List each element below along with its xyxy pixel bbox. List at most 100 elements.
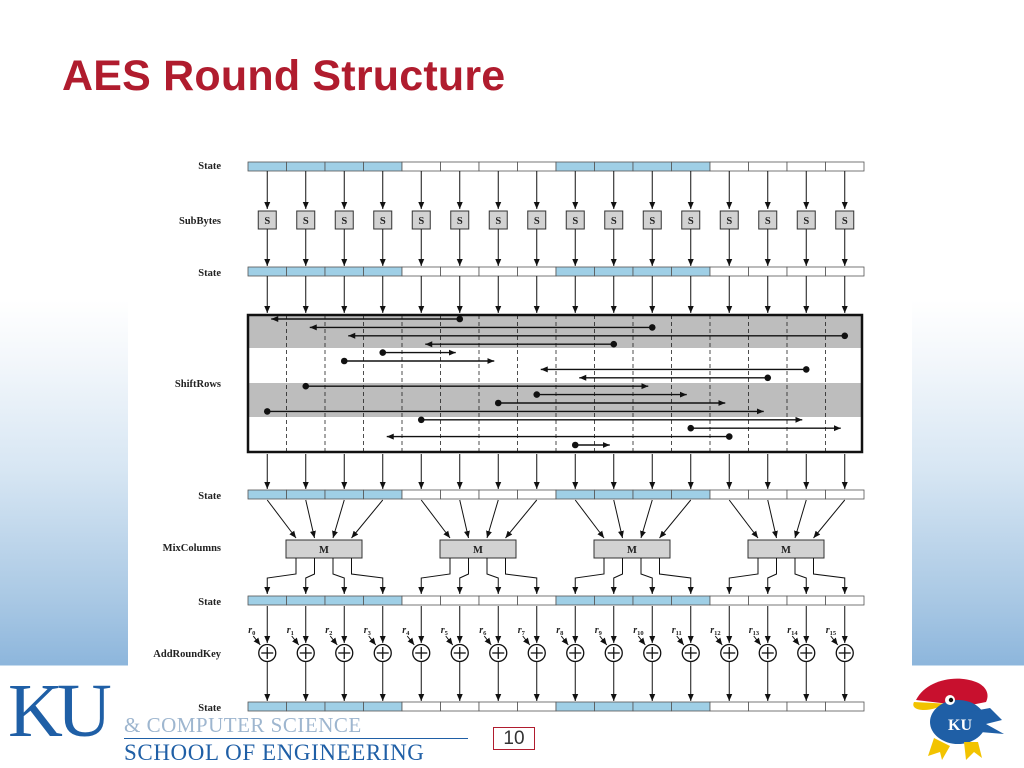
jayhawk-badge: KU bbox=[948, 717, 972, 734]
round-key-label: r14 bbox=[787, 625, 798, 637]
ku-logo: KU bbox=[8, 669, 112, 753]
state-cell bbox=[517, 489, 557, 500]
mix-out-arrow bbox=[610, 558, 623, 594]
round-key-arrow bbox=[445, 635, 454, 646]
state-cell bbox=[786, 266, 826, 277]
state-cell bbox=[555, 701, 595, 712]
mix-in-arrow bbox=[813, 499, 846, 539]
sbox-label: S bbox=[842, 216, 848, 227]
round-key-label: r3 bbox=[364, 625, 372, 637]
mix-out-arrow bbox=[418, 558, 451, 594]
shiftrows-block bbox=[246, 276, 864, 489]
round-key-arrow bbox=[560, 635, 569, 646]
state-cell bbox=[247, 266, 287, 277]
state-cell bbox=[825, 595, 865, 606]
state-cell bbox=[632, 701, 672, 712]
round-key-label: r4 bbox=[402, 625, 410, 637]
sbox-label: S bbox=[303, 216, 309, 227]
mix-out-arrow bbox=[456, 558, 469, 594]
round-key-index: 12 bbox=[714, 630, 721, 637]
sbox-label: S bbox=[688, 216, 694, 227]
label-shiftrows: ShiftRows bbox=[175, 379, 221, 390]
mix-box bbox=[285, 539, 363, 559]
round-key-label: r0 bbox=[248, 625, 255, 637]
round-key-label: r5 bbox=[441, 625, 449, 637]
state-cell bbox=[440, 161, 480, 172]
state-cell bbox=[440, 489, 480, 500]
round-key-index: 7 bbox=[522, 630, 526, 637]
state-cell bbox=[825, 266, 865, 277]
mix-in-arrow bbox=[351, 499, 384, 539]
mix-label: M bbox=[319, 545, 329, 556]
state-cell bbox=[247, 161, 287, 172]
state-cell bbox=[709, 489, 749, 500]
round-key-label: r9 bbox=[595, 625, 603, 637]
mix-in-arrow bbox=[505, 499, 538, 539]
mix-out-arrow bbox=[659, 558, 694, 594]
round-key-arrow bbox=[753, 635, 762, 646]
mix-in-arrow bbox=[767, 499, 778, 539]
mix-in-arrow bbox=[613, 499, 624, 539]
mix-out-arrow bbox=[505, 558, 540, 594]
round-key-arrow bbox=[368, 635, 377, 646]
round-key-index: 13 bbox=[753, 630, 760, 637]
round-key-index: 8 bbox=[560, 630, 564, 637]
round-key-arrow bbox=[522, 635, 531, 646]
mix-in-arrow bbox=[266, 499, 297, 539]
round-key-index: 6 bbox=[483, 630, 487, 637]
state-cell bbox=[440, 701, 480, 712]
state-cell bbox=[594, 161, 634, 172]
label-addroundkey: AddRoundKey bbox=[153, 649, 221, 660]
state-cell bbox=[825, 489, 865, 500]
sbox-label: S bbox=[495, 216, 501, 227]
state-cell bbox=[363, 701, 403, 712]
state-cell bbox=[555, 161, 595, 172]
round-key-arrow bbox=[483, 635, 492, 646]
state-cell bbox=[555, 595, 595, 606]
state-cell bbox=[555, 489, 595, 500]
round-key-index: 14 bbox=[791, 630, 798, 637]
state-cell bbox=[324, 489, 364, 500]
state-cell bbox=[286, 266, 326, 277]
state-cell bbox=[478, 595, 518, 606]
sbox-label: S bbox=[611, 216, 617, 227]
mix-out-arrow bbox=[264, 558, 297, 594]
state-cell bbox=[517, 701, 557, 712]
round-key-index: 1 bbox=[291, 630, 294, 637]
aes-round-diagram: State SubBytes State ShiftRows State Mix… bbox=[153, 161, 865, 714]
mix-out-arrow bbox=[764, 558, 777, 594]
state-cell bbox=[786, 489, 826, 500]
state-cell bbox=[286, 161, 326, 172]
round-key-label: r7 bbox=[518, 625, 526, 637]
sbox-label: S bbox=[534, 216, 540, 227]
mix-in-arrow bbox=[486, 499, 499, 539]
state-cell bbox=[401, 595, 441, 606]
state-cell bbox=[324, 595, 364, 606]
round-key-label: r1 bbox=[287, 625, 294, 637]
state-cell bbox=[286, 489, 326, 500]
sbox-label: S bbox=[264, 216, 270, 227]
mix-in-arrow bbox=[794, 499, 807, 539]
sbox-label: S bbox=[380, 216, 386, 227]
state-cell bbox=[440, 266, 480, 277]
state-cell bbox=[671, 595, 711, 606]
state-cell bbox=[632, 161, 672, 172]
mix-box bbox=[593, 539, 671, 559]
round-key-arrow bbox=[252, 635, 261, 646]
state-cell bbox=[594, 595, 634, 606]
state-cell bbox=[286, 701, 326, 712]
mix-label: M bbox=[781, 545, 791, 556]
state-cell bbox=[786, 161, 826, 172]
round-key-label: r12 bbox=[710, 625, 720, 637]
sbox-label: S bbox=[726, 216, 732, 227]
state-cell bbox=[247, 595, 287, 606]
state-cell bbox=[401, 489, 441, 500]
mix-out-arrow bbox=[572, 558, 605, 594]
state-cell bbox=[363, 489, 403, 500]
mix-out-arrow bbox=[726, 558, 759, 594]
state-cell bbox=[286, 595, 326, 606]
shiftrows-frame bbox=[246, 313, 864, 454]
state-cell bbox=[594, 489, 634, 500]
